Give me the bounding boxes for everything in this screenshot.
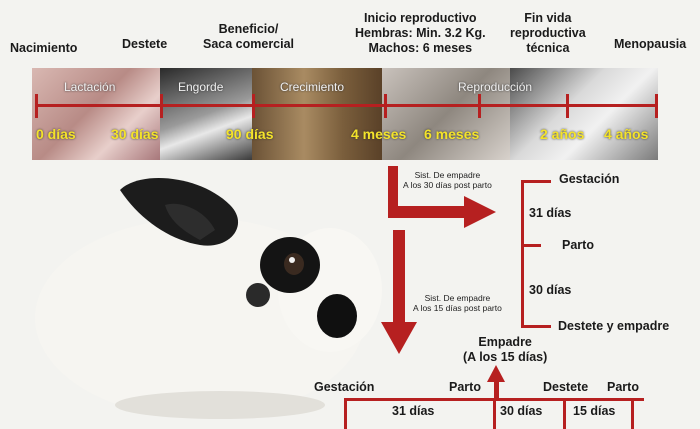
s15-parto-2: Parto (607, 380, 639, 394)
time-2-anos: 2 años (540, 126, 585, 142)
label-fin-vida: Fin vida reproductiva técnica (510, 11, 586, 56)
s15-parto: Parto (449, 380, 481, 394)
phase-lactacion: Lactación (64, 80, 116, 94)
label-beneficio-line2: Saca comercial (203, 37, 295, 51)
label-nacimiento: Nacimiento (10, 41, 78, 55)
s15-destete: Destete (543, 380, 589, 394)
timeline-tick (160, 94, 163, 118)
timeline-tick (252, 94, 255, 118)
timeline-tick (566, 94, 569, 118)
phase-engorde: Engorde (178, 80, 224, 94)
timeline-tick (35, 94, 38, 118)
label-beneficio: Beneficio/ Saca comercial (203, 22, 294, 52)
s15-30-dias: 30 días (500, 404, 543, 418)
photo-adult (510, 68, 658, 160)
label-fin-line1: Fin vida (524, 11, 572, 25)
photo-weaned (160, 68, 252, 160)
time-4-meses: 4 meses (351, 126, 407, 142)
label-empadre-line2: (A los 15 días) (463, 350, 548, 364)
photo-breeding (382, 68, 510, 160)
timeline-tick (384, 94, 387, 118)
note-system15-line1: Sist. De empadre (424, 293, 491, 303)
note-system30-line2: A los 30 días post parto (403, 180, 492, 190)
label-inicio-reproductivo: Inicio reproductivo Hembras: Min. 3.2 Kg… (355, 11, 486, 56)
s30-30-dias: 30 días (529, 283, 572, 297)
bottom-timeline (344, 365, 644, 429)
label-inicio-line1: Inicio reproductivo (364, 11, 477, 25)
rabbit-illustration (35, 178, 382, 419)
time-0-dias: 0 días (36, 126, 76, 142)
note-system15-line2: A los 15 días post parto (413, 303, 502, 313)
s15-31-dias: 31 días (392, 404, 435, 418)
photo-cages (252, 68, 382, 160)
bracket-system30 (521, 180, 551, 328)
label-inicio-line2: Hembras: Min. 3.2 Kg. (355, 26, 486, 40)
s30-gestacion: Gestación (559, 172, 620, 186)
label-empadre: Empadre (A los 15 días) (463, 335, 547, 365)
time-4-anos: 4 años (604, 126, 649, 142)
time-90-dias: 90 días (226, 126, 274, 142)
time-6-meses: 6 meses (424, 126, 480, 142)
time-30-dias: 30 días (111, 126, 159, 142)
label-fin-line3: técnica (526, 41, 570, 55)
note-system30: Sist. De empadre A los 30 días post part… (403, 170, 492, 190)
timeline-tick (655, 94, 658, 118)
photo-strip (32, 68, 658, 160)
phase-crecimiento: Crecimiento (280, 80, 345, 94)
timeline-line (36, 104, 656, 107)
label-inicio-line3: Machos: 6 meses (368, 41, 473, 55)
note-system15: Sist. De empadre A los 15 días post part… (413, 293, 502, 313)
s30-parto: Parto (562, 238, 594, 252)
label-beneficio-line1: Beneficio/ (218, 22, 279, 36)
arrow-system15 (381, 230, 417, 354)
note-system30-line1: Sist. De empadre (414, 170, 481, 180)
photo-kits (32, 68, 160, 160)
label-destete: Destete (122, 37, 168, 51)
s30-31-dias: 31 días (529, 206, 572, 220)
label-empadre-line1: Empadre (478, 335, 532, 349)
s15-gestacion: Gestación (314, 380, 375, 394)
label-menopausia: Menopausia (614, 37, 687, 51)
arrow-system30 (388, 166, 496, 228)
label-fin-line2: reproductiva (510, 26, 586, 40)
timeline-tick (478, 94, 481, 118)
s15-15-dias: 15 días (573, 404, 616, 418)
phase-reproduccion: Reproducción (458, 80, 533, 94)
s30-destete-empadre: Destete y empadre (558, 319, 670, 333)
